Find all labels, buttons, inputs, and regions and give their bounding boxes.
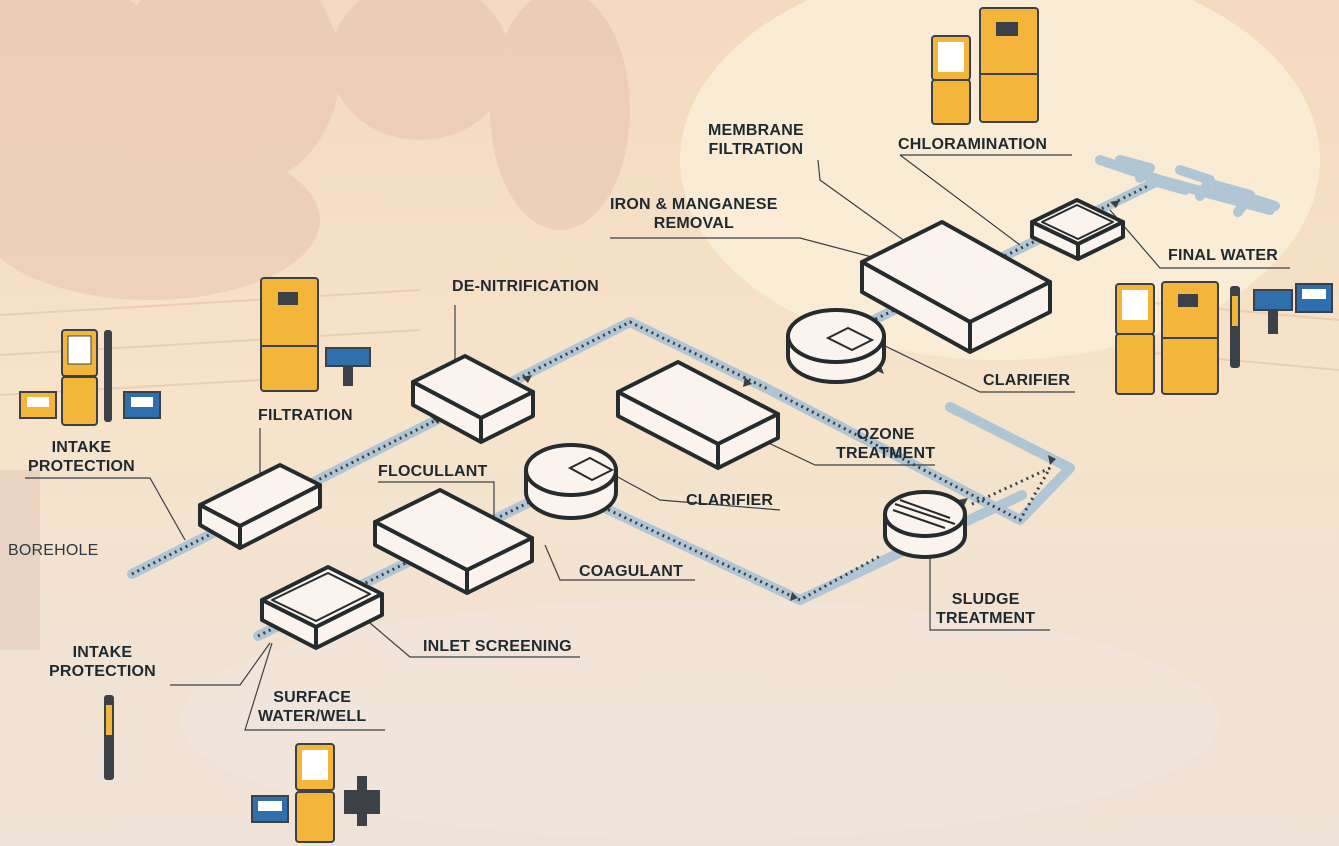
- chloramination-label: CHLORAMINATION: [898, 136, 1048, 153]
- flow-cell-icon: [325, 347, 371, 386]
- inlet-screening-label: INLET SCREENING: [423, 638, 572, 655]
- de-nitrification-tank: [411, 354, 535, 444]
- controller-display-icon: [19, 391, 161, 419]
- probe-sensor-icon: [104, 695, 114, 780]
- clarifier-upper-label: CLARIFIER: [983, 372, 1071, 389]
- iron-manganese-removal-label: IRON & MANGANESE REMOVAL: [610, 196, 778, 232]
- filtration-label: FILTRATION: [258, 407, 353, 424]
- sludge-treatment-label: SLUDGE TREATMENT: [936, 591, 1036, 627]
- clarifier-upper: [786, 308, 886, 384]
- intake-protection-bottom-label: INTAKE PROTECTION: [49, 644, 156, 680]
- final-water-tank: [1030, 198, 1125, 261]
- instruments: [19, 7, 1333, 843]
- flocullant-label: FLOCULLANT: [378, 463, 488, 480]
- controller-display-icon: [1295, 283, 1333, 313]
- handheld-meter-icon: [931, 35, 971, 125]
- surface-water-well-label: SURFACE WATER/WELL: [258, 689, 367, 725]
- orange-analyser-cabinet-icon: [1161, 281, 1219, 395]
- filtration-tank: [198, 463, 322, 550]
- clarifier-lower: [524, 443, 618, 520]
- flow-cell-icon: [1253, 289, 1293, 334]
- inlet-screening-tank: [260, 565, 384, 650]
- membrane-tank: [860, 220, 1052, 354]
- handheld-meter-icon: [295, 743, 335, 843]
- tanks: [198, 198, 1125, 650]
- controller-display-icon: [251, 795, 289, 823]
- flow-cell-icon: [344, 776, 380, 826]
- intake-protection-top-label: INTAKE PROTECTION: [28, 439, 135, 475]
- final-water-label: FINAL WATER: [1168, 247, 1279, 264]
- orange-analyser-cabinet-icon: [260, 277, 319, 392]
- de-nitrification-label: DE-NITRIFICATION: [452, 278, 599, 295]
- handheld-meter-icon: [1115, 283, 1155, 395]
- orange-analyser-cabinet-icon: [979, 7, 1039, 123]
- sludge-clarifier: [883, 490, 967, 559]
- coagulant-label: COAGULANT: [579, 563, 684, 580]
- clarifier-lower-label: CLARIFIER: [686, 492, 774, 509]
- flocullant-tank: [373, 488, 534, 595]
- probe-sensor-icon: [1230, 286, 1240, 368]
- ozone-treatment-label: OZONE TREATMENT: [836, 426, 936, 462]
- membrane-filtration-label: MEMBRANE FILTRATION: [708, 122, 804, 158]
- clarifiers: [524, 308, 967, 559]
- borehole-label: BOREHOLE: [8, 542, 99, 559]
- ozone-tank: [616, 360, 780, 470]
- handheld-meter-icon: [61, 329, 98, 377]
- probe-sensor-icon: [104, 330, 112, 422]
- orange-analyser-cabinet-icon: [61, 376, 98, 426]
